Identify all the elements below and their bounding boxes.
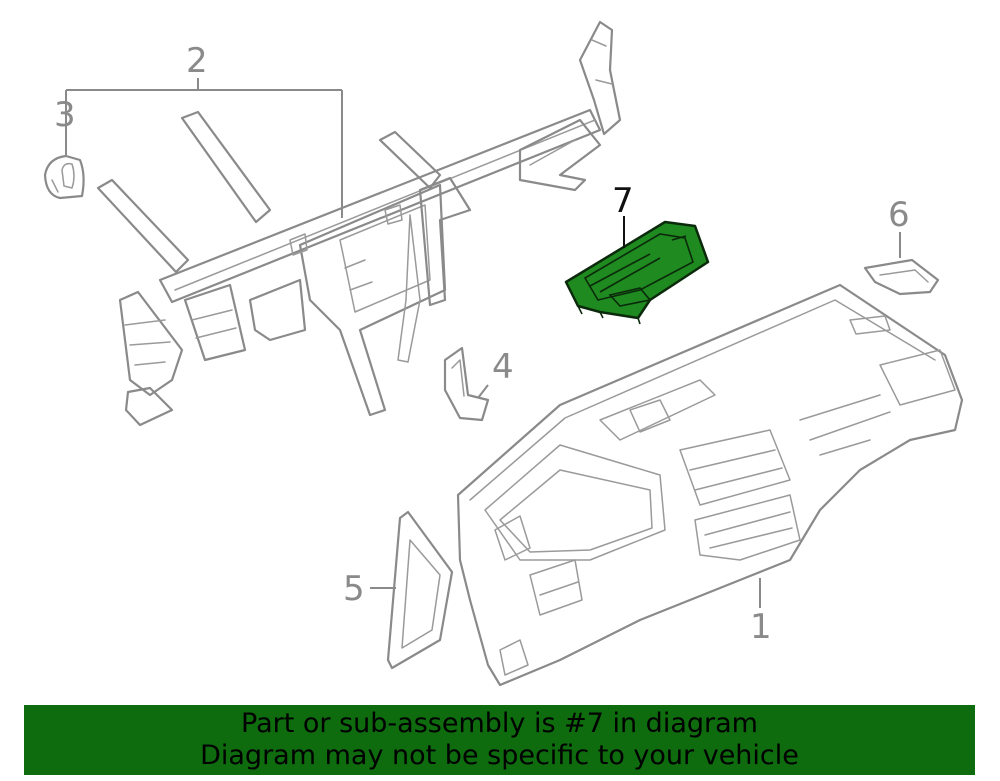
part-3-bracket (43, 154, 85, 200)
callout-7: 7 (612, 181, 634, 221)
callout-5: 5 (343, 569, 365, 609)
part-5-end-panel (386, 510, 454, 670)
banner-line-1: Part or sub-assembly is #7 in diagram (241, 708, 758, 739)
info-banner: Part or sub-assembly is #7 in diagram Di… (24, 705, 975, 775)
leader-lines (65, 78, 901, 608)
callout-6: 6 (888, 195, 910, 235)
part-2-cross-car-beam (96, 20, 622, 427)
banner-line-2: Diagram may not be specific to your vehi… (200, 740, 799, 771)
callout-3: 3 (54, 95, 76, 135)
part-7-central-display (564, 220, 710, 325)
part-1-instrument-panel (456, 283, 964, 687)
parts-diagram: 2 3 6 4 5 1 7 (43, 20, 964, 687)
callout-4: 4 (492, 347, 514, 387)
callout-2: 2 (186, 41, 208, 81)
callout-1: 1 (750, 607, 772, 647)
part-4-bracket (443, 346, 490, 422)
part-6-trim (863, 258, 940, 296)
